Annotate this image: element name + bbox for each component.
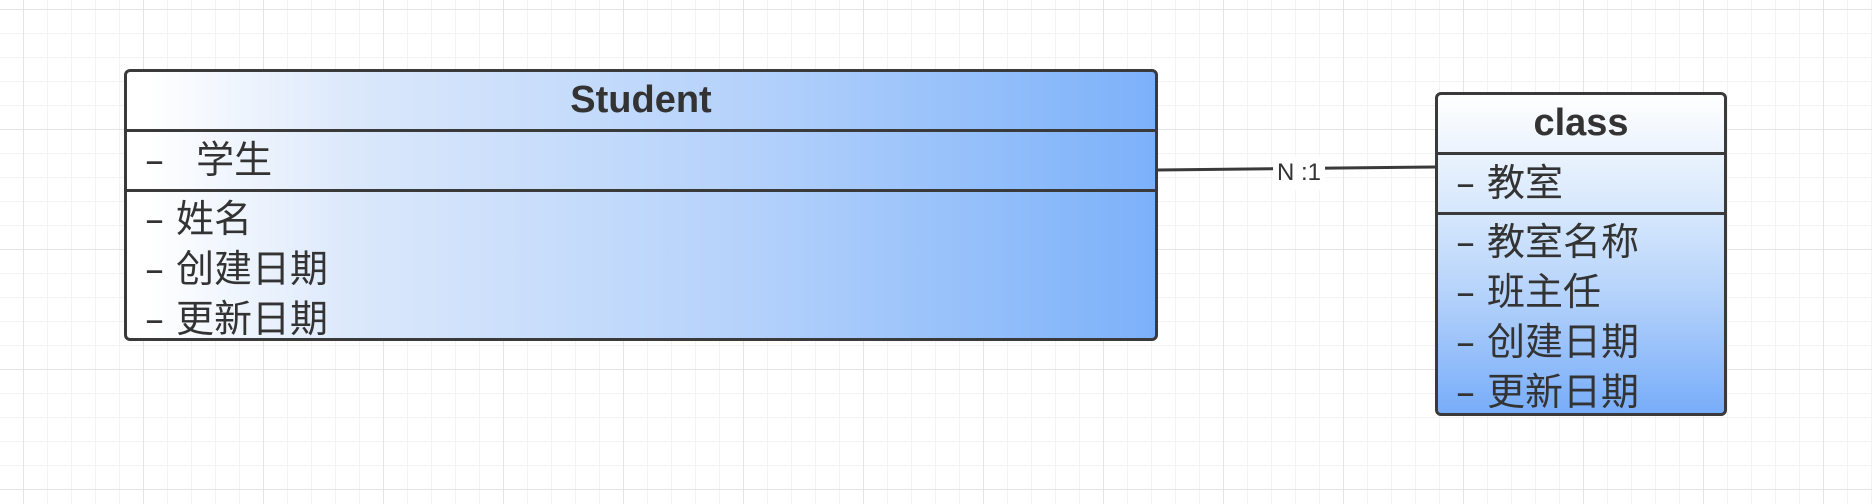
member-text: 创建日期	[176, 247, 329, 291]
dash-marker: –	[1456, 320, 1475, 364]
member-text: 更新日期	[176, 297, 329, 341]
entity-members: –教室名称 –班主任 –创建日期 –更新日期	[1438, 215, 1724, 414]
entity-attribute: –教室	[1438, 155, 1724, 215]
member-text: 更新日期	[1487, 370, 1640, 414]
entity-title: Student	[127, 72, 1155, 132]
dash-marker: –	[1456, 220, 1475, 264]
member-text: 创建日期	[1487, 320, 1640, 364]
attribute-text: 教室	[1487, 161, 1564, 205]
multiplicity-label: N :1	[1273, 156, 1325, 190]
dash-marker: –	[145, 197, 164, 241]
dash-marker: –	[145, 138, 164, 182]
class-entity[interactable]: class –教室 –教室名称 –班主任 –创建日期 –更新日期	[1435, 92, 1727, 416]
member-row: –创建日期	[145, 244, 1155, 294]
member-row: –更新日期	[145, 294, 1155, 341]
member-row: –教室名称	[1456, 217, 1724, 267]
member-row: –班主任	[1456, 267, 1724, 317]
entity-members: –姓名 –创建日期 –更新日期	[127, 192, 1155, 341]
member-row: –姓名	[145, 194, 1155, 244]
dash-marker: –	[1456, 370, 1475, 414]
member-row: –更新日期	[1456, 367, 1724, 414]
student-entity[interactable]: Student – 学生 –姓名 –创建日期 –更新日期	[124, 69, 1158, 341]
member-row: –创建日期	[1456, 317, 1724, 367]
entity-attribute: – 学生	[127, 132, 1155, 192]
entity-title: class	[1438, 95, 1724, 155]
dash-marker: –	[1456, 161, 1475, 205]
dash-marker: –	[145, 247, 164, 291]
dash-marker: –	[1456, 270, 1475, 314]
member-text: 教室名称	[1487, 220, 1640, 264]
dash-marker: –	[145, 297, 164, 341]
member-text: 姓名	[176, 197, 253, 241]
member-text: 班主任	[1487, 270, 1602, 314]
attribute-text: 学生	[196, 138, 273, 182]
